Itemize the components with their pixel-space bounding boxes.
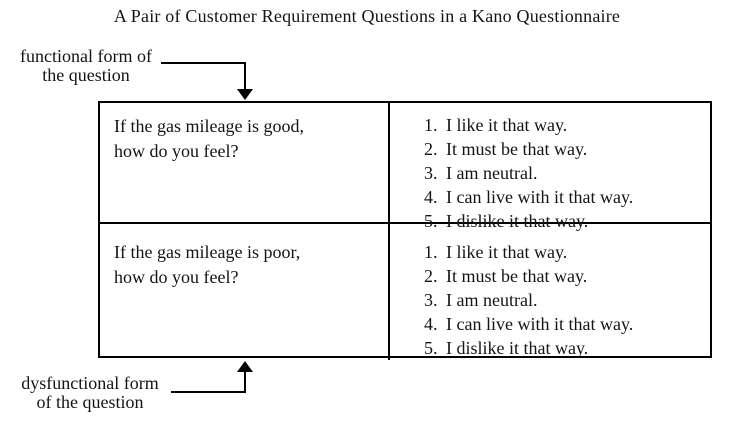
dysfunctional-form-label-line1: dysfunctional form: [21, 373, 159, 393]
option-item: 5. I dislike it that way.: [424, 336, 710, 360]
option-text: I can live with it that way.: [446, 314, 634, 334]
option-number: 3.: [424, 290, 438, 310]
dysfunctional-form-label-line2: of the question: [36, 392, 144, 412]
option-number: 5.: [424, 211, 438, 231]
option-text: I am neutral.: [446, 290, 538, 310]
option-item: 2. It must be that way.: [424, 264, 710, 288]
option-number: 5.: [424, 338, 438, 358]
dysfunctional-question-cell: If the gas mileage is poor, how do you f…: [100, 224, 390, 360]
option-number: 4.: [424, 187, 438, 207]
functional-arrow-horizontal-line: [161, 62, 246, 64]
option-text: I like it that way.: [446, 115, 568, 135]
option-number: 3.: [424, 163, 438, 183]
functional-form-label-line2: the question: [42, 65, 130, 85]
option-text: I like it that way.: [446, 242, 568, 262]
option-number: 1.: [424, 242, 438, 262]
down-arrowhead-icon: [237, 89, 253, 100]
up-arrowhead-icon: [237, 361, 253, 372]
dysfunctional-form-label: dysfunctional form of the question: [8, 374, 172, 412]
dysfunctional-arrow-vertical-line: [244, 371, 246, 393]
functional-question-cell: If the gas mileage is good, how do you f…: [100, 103, 390, 224]
option-item: 1. I like it that way.: [424, 113, 710, 137]
option-number: 4.: [424, 314, 438, 334]
figure-title: A Pair of Customer Requirement Questions…: [113, 6, 621, 26]
option-text: It must be that way.: [446, 139, 588, 159]
functional-question-line1: If the gas mileage is good,: [114, 116, 304, 136]
functional-options-cell: 1. I like it that way. 2. It must be tha…: [390, 103, 710, 231]
functional-form-label-line1: functional form of: [20, 46, 152, 66]
dysfunctional-arrow-horizontal-line: [171, 391, 246, 393]
option-number: 2.: [424, 139, 438, 159]
dysfunctional-question-line2: how do you feel?: [114, 267, 239, 287]
dysfunctional-options-cell: 1. I like it that way. 2. It must be tha…: [390, 224, 710, 360]
functional-arrow-vertical-line: [244, 62, 246, 91]
option-item: 1. I like it that way.: [424, 240, 710, 264]
option-text: I can live with it that way.: [446, 187, 634, 207]
dysfunctional-question-line1: If the gas mileage is poor,: [114, 242, 301, 262]
option-item: 5. I dislike it that way.: [424, 209, 710, 233]
option-item: 3. I am neutral.: [424, 288, 710, 312]
option-text: It must be that way.: [446, 266, 588, 286]
option-item: 4. I can live with it that way.: [424, 185, 710, 209]
option-item: 2. It must be that way.: [424, 137, 710, 161]
functional-question-line2: how do you feel?: [114, 141, 239, 161]
kano-question-table: If the gas mileage is good, how do you f…: [98, 101, 712, 360]
option-number: 2.: [424, 266, 438, 286]
option-text: I dislike it that way.: [446, 211, 589, 231]
option-item: 3. I am neutral.: [424, 161, 710, 185]
option-text: I am neutral.: [446, 163, 538, 183]
functional-form-label: functional form of the question: [10, 47, 162, 85]
option-number: 1.: [424, 115, 438, 135]
option-text: I dislike it that way.: [446, 338, 589, 358]
option-item: 4. I can live with it that way.: [424, 312, 710, 336]
